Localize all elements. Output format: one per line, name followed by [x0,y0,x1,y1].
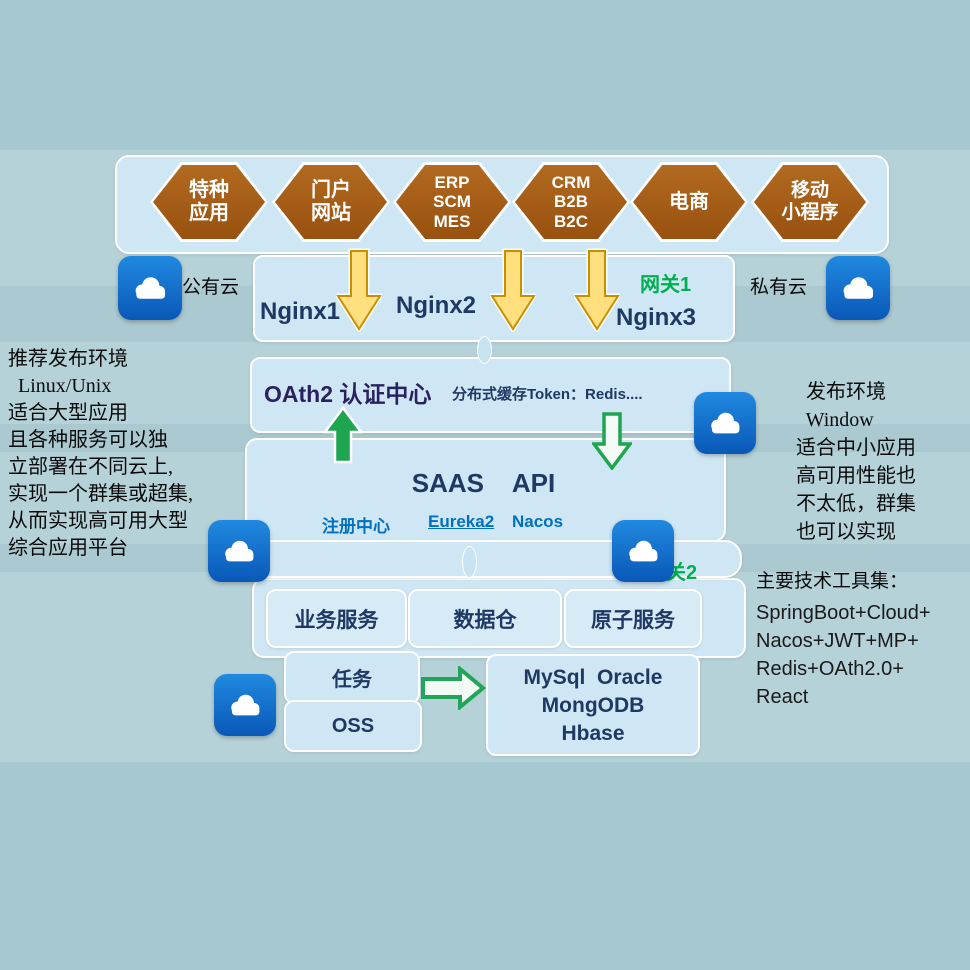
redis-cache-label: 分布式缓存Token：Redis.... [452,386,643,403]
down-arrow-gold-2 [490,248,536,332]
cloud-icon [826,256,890,320]
hexagon-special-app: 特种应用 [150,162,268,242]
cloud-icon [208,520,270,582]
tech-note-line: Nacos+JWT+MP+ [756,630,919,652]
cloud-glyph [629,540,658,562]
oss-label: OSS [331,714,375,737]
right-note-line: 也可以实现 [796,521,896,543]
cloud-glyph [843,277,874,299]
hexagon-portal: 门户网站 [272,162,390,242]
business-service-box: 业务服务 [266,589,407,648]
hexagon-label: 移动小程序 [781,180,839,223]
db-line: MySql Oracle [523,666,663,689]
hexagon-ecommerce: 电商 [630,162,748,242]
hexagon-label: 特种应用 [189,179,229,224]
business-service-label: 业务服务 [294,608,379,632]
task-label: 任务 [332,669,372,691]
nginx1-label: Nginx1 [260,298,341,325]
left-note: 推荐发布环境 Linux/Unix 适合大型应用 且各种服务可以独 立部署在不同… [8,346,248,562]
cloud-glyph [711,412,740,434]
tech-note-line: SpringBoot+Cloud+ [756,602,931,624]
nginx2-label: Nginx2 [396,292,477,319]
down-arrow-gold-1 [336,248,382,332]
down-arrow-gold-3 [574,248,620,332]
left-note-line: 且各种服务可以独 [8,429,168,451]
nginx3-label: Nginx3 [616,304,697,331]
hexagon-label: 门户网站 [311,179,351,224]
left-note-line: 从而实现高可用大型 [8,510,188,532]
hexagon-label: 电商 [669,190,709,213]
data-warehouse-label: 数据仓 [453,608,517,632]
oss-box: OSS [284,700,422,752]
data-warehouse-box: 数据仓 [408,589,562,648]
task-box: 任务 [284,651,420,704]
left-note-line: 推荐发布环境 [8,348,128,370]
db-line: Hbase [561,722,625,745]
left-note-line: Linux/Unix [8,375,112,397]
gateway1-label: 网关1 [640,274,692,296]
cloud-icon [118,256,182,320]
left-note-line: 适合大型应用 [8,402,128,424]
atomic-service-box: 原子服务 [564,589,702,648]
tech-note-title: 主要技术工具集： [756,571,909,592]
right-note: 发布环境 Window 适合中小应用 高可用性能也 不太低，群集 也可以实现 [796,378,966,546]
up-arrow-green [323,406,363,464]
saas-api-title: SAAS API [411,468,556,498]
oauth-center-label: OAth2 认证中心 [264,381,432,407]
right-arrow-green [421,666,486,710]
left-note-line: 实现一个群集或超集, [8,483,193,505]
cloud-icon [214,674,276,736]
hexagon-mini-program: 移动小程序 [751,162,869,242]
registry-label: 注册中心 [322,517,390,536]
connector-gateway-auth [477,336,492,364]
right-note-line: 发布环境 [796,381,886,403]
nacos-label: Nacos [512,512,564,531]
atomic-service-label: 原子服务 [591,608,675,632]
right-note-line: 适合中小应用 [796,437,916,459]
db-line: MongODB [541,694,645,717]
down-arrow-green [592,412,632,470]
connector-bus-services [462,546,477,578]
cloud-glyph [225,540,254,562]
right-note-line: 不太低，群集 [796,493,916,515]
eureka-label: Eureka2 [428,512,495,531]
auth-box [250,357,731,433]
cloud-icon [694,392,756,454]
right-note-line: Window [796,409,874,431]
cloud-icon [612,520,674,582]
public-cloud-label: 公有云 [182,277,240,298]
tech-note: 主要技术工具集： SpringBoot+Cloud+ Nacos+JWT+MP+… [756,566,966,711]
right-note-line: 高可用性能也 [796,465,916,487]
cloud-glyph [231,694,260,716]
private-cloud-label: 私有云 [750,277,808,298]
cloud-glyph [135,277,166,299]
database-box: MySql Oracle MongODB Hbase [486,654,700,756]
left-note-line: 综合应用平台 [8,537,128,559]
tech-note-line: React [756,686,809,708]
left-note-line: 立部署在不同云上, [8,456,173,478]
tech-note-line: Redis+OAth2.0+ [756,658,904,680]
